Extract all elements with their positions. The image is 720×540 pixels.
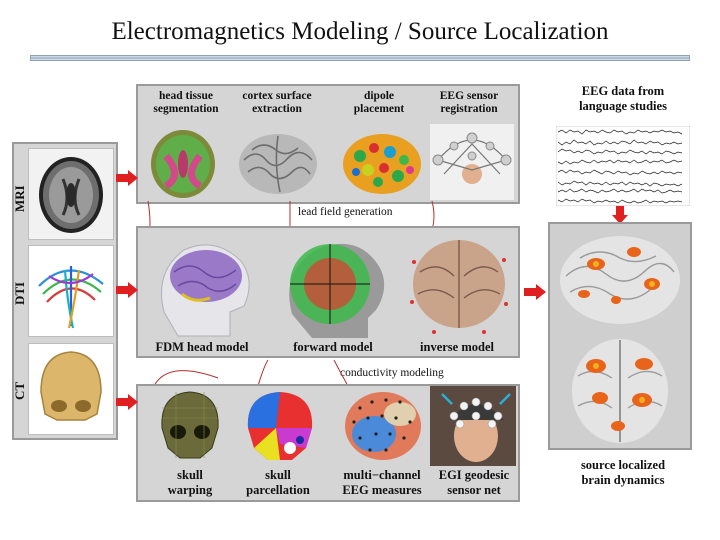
cortex-surface-image — [239, 134, 317, 194]
geodesic-sensor-net-image — [430, 386, 516, 466]
arrow-right-icon — [524, 284, 546, 300]
brain-activation-top-image — [572, 339, 668, 443]
skull-warping-image — [161, 391, 219, 459]
brain-activation-lateral-image — [560, 236, 680, 324]
arrow-right-icon — [116, 282, 138, 298]
label-dipole-placement: dipole placement — [353, 90, 405, 115]
dti-fiber-tracts-image — [29, 246, 113, 336]
dipole-placement-image — [343, 134, 421, 194]
ct-skull-image — [29, 344, 113, 434]
side-label-mri: MRI — [12, 185, 27, 212]
ct-image-card — [28, 343, 114, 435]
inverse-model-image — [410, 240, 508, 334]
label-conductivity-modeling: conductivity modeling — [340, 367, 444, 379]
arrow-right-icon — [116, 170, 138, 186]
title-divider — [30, 55, 690, 61]
sensor-registration-image — [430, 124, 514, 200]
label-multi-channel-eeg-measures: multi−channel EEG measures — [342, 468, 422, 497]
page-title: Electromagnetics Modeling / Source Local… — [111, 18, 609, 45]
mri-brain-slice-image — [29, 149, 113, 239]
skull-parcellation-image — [247, 392, 313, 460]
label-lead-field-generation: lead field generation — [298, 206, 393, 218]
label-inverse-model: inverse model — [420, 340, 494, 354]
eeg-measures-image — [345, 392, 421, 460]
label-fdm-head-model: FDM head model — [155, 340, 249, 354]
label-eeg-data: EEG data from language studies — [579, 84, 667, 113]
fdm-head-model-image — [161, 244, 250, 337]
mri-image-card — [28, 148, 114, 240]
forward-model-image — [289, 243, 385, 338]
conductivity-connector-icon — [153, 359, 349, 387]
down-arrow-icon — [612, 206, 628, 224]
dti-image-card — [28, 245, 114, 337]
label-egi-geodesic-sensor-net: EGI geodesic sensor net — [438, 468, 510, 497]
label-skull-parcellation: skull parcellation — [246, 468, 310, 497]
segmented-head-image — [151, 130, 215, 198]
label-forward-model: forward model — [293, 340, 373, 354]
label-source-localized: source localized brain dynamics — [580, 458, 666, 487]
side-label-dti: DTI — [12, 281, 27, 305]
arrow-right-icon — [116, 394, 138, 410]
label-eeg-sensor-registration: EEG sensor registration — [439, 90, 499, 115]
label-cortex-surface-extraction: cortex surface extraction — [242, 90, 312, 115]
side-label-ct: CT — [12, 381, 27, 400]
label-head-tissue-segmentation: head tissue segmentation — [153, 90, 219, 115]
eeg-traces-image — [556, 126, 690, 206]
label-skull-warping: skull warping — [167, 468, 213, 497]
